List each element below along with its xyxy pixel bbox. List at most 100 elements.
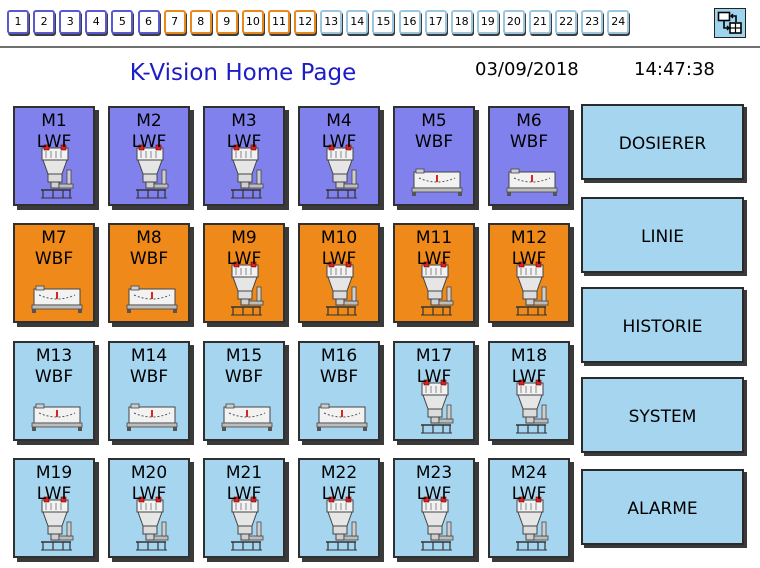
tab-machine-5[interactable]: 5 <box>111 10 134 34</box>
tab-machine-22[interactable]: 22 <box>555 10 578 34</box>
machine-id: M16 <box>320 346 358 366</box>
machine-id: M22 <box>320 463 358 483</box>
machine-type: LWF <box>131 484 167 504</box>
weigh-belt-feeder-icon <box>126 403 178 431</box>
loss-in-weight-feeder-icon <box>41 496 74 551</box>
machine-type: WBF <box>34 249 74 269</box>
tab-machine-23[interactable]: 23 <box>581 10 604 34</box>
tab-machine-2[interactable]: 2 <box>33 10 56 34</box>
machine-type: LWF <box>321 249 357 269</box>
machine-id: M13 <box>35 346 73 366</box>
machine-id: M8 <box>136 228 162 248</box>
weigh-belt-feeder-icon <box>31 285 83 313</box>
tab-machine-12[interactable]: 12 <box>294 10 317 34</box>
weigh-belt-feeder-icon <box>316 403 368 431</box>
tab-machine-11[interactable]: 11 <box>268 10 290 34</box>
tab-machine-17[interactable]: 17 <box>424 10 447 34</box>
tab-machine-21[interactable]: 21 <box>529 10 551 34</box>
machine-type: WBF <box>509 132 549 152</box>
machine-type: LWF <box>36 484 72 504</box>
machine-type: WBF <box>129 367 169 387</box>
tab-machine-18[interactable]: 18 <box>450 10 473 34</box>
tab-machine-24[interactable]: 24 <box>607 10 630 34</box>
menu-button-label: SYSTEM <box>628 407 697 427</box>
tab-machine-14[interactable]: 14 <box>346 10 369 34</box>
tab-machine-8[interactable]: 8 <box>189 10 212 34</box>
menu-button-linie[interactable]: LINIE <box>581 197 744 273</box>
menu-button-historie[interactable]: HISTORIE <box>581 287 744 363</box>
tab-machine-16[interactable]: 16 <box>398 10 421 34</box>
machine-id: M14 <box>130 346 168 366</box>
machine-id: M12 <box>510 228 548 248</box>
machine-id: M3 <box>231 111 257 131</box>
machine-type: LWF <box>511 484 547 504</box>
machine-type: LWF <box>131 132 167 152</box>
machine-type: LWF <box>511 367 547 387</box>
loss-in-weight-feeder-icon <box>231 496 264 551</box>
loss-in-weight-feeder-icon <box>231 144 264 199</box>
tab-machine-15[interactable]: 15 <box>372 10 395 34</box>
weigh-belt-feeder-icon <box>411 168 463 196</box>
tab-machine-13[interactable]: 13 <box>320 10 343 34</box>
machine-type: LWF <box>226 132 262 152</box>
tab-machine-1[interactable]: 1 <box>7 10 29 34</box>
machine-id: M10 <box>320 228 358 248</box>
machine-id: M21 <box>225 463 263 483</box>
menu-button-label: LINIE <box>641 227 684 247</box>
machine-type: LWF <box>416 249 452 269</box>
machine-id: M9 <box>231 228 257 248</box>
machine-type: WBF <box>414 132 454 152</box>
tab-machine-9[interactable]: 9 <box>215 10 238 34</box>
tab-machine-6[interactable]: 6 <box>137 10 160 34</box>
tab-machine-3[interactable]: 3 <box>59 10 82 34</box>
machine-id: M20 <box>130 463 168 483</box>
machine-id: M5 <box>421 111 447 131</box>
machine-id: M1 <box>41 111 67 131</box>
tab-machine-19[interactable]: 19 <box>476 10 499 34</box>
tab-machine-20[interactable]: 20 <box>502 10 525 34</box>
tab-machine-4[interactable]: 4 <box>85 10 108 34</box>
tab-machine-7[interactable]: 7 <box>163 10 186 34</box>
machine-type: LWF <box>511 249 547 269</box>
machine-type: LWF <box>36 132 72 152</box>
weigh-belt-feeder-icon <box>31 403 83 431</box>
date-display: 03/09/2018 <box>475 59 579 80</box>
machine-id: M2 <box>136 111 162 131</box>
menu-button-dosierer[interactable]: DOSIERER <box>581 104 744 180</box>
tab-machine-10[interactable]: 10 <box>241 10 264 34</box>
loss-in-weight-feeder-icon <box>136 144 169 199</box>
screen-switch-button[interactable] <box>714 8 746 38</box>
weigh-belt-feeder-icon <box>506 168 558 196</box>
machine-id: M23 <box>415 463 453 483</box>
machine-id: M19 <box>35 463 73 483</box>
menu-button-alarme[interactable]: ALARME <box>581 469 744 545</box>
loss-in-weight-feeder-icon <box>231 261 264 316</box>
loss-in-weight-feeder-icon <box>326 496 359 551</box>
menu-button-system[interactable]: SYSTEM <box>581 377 744 453</box>
machine-type: WBF <box>319 367 359 387</box>
